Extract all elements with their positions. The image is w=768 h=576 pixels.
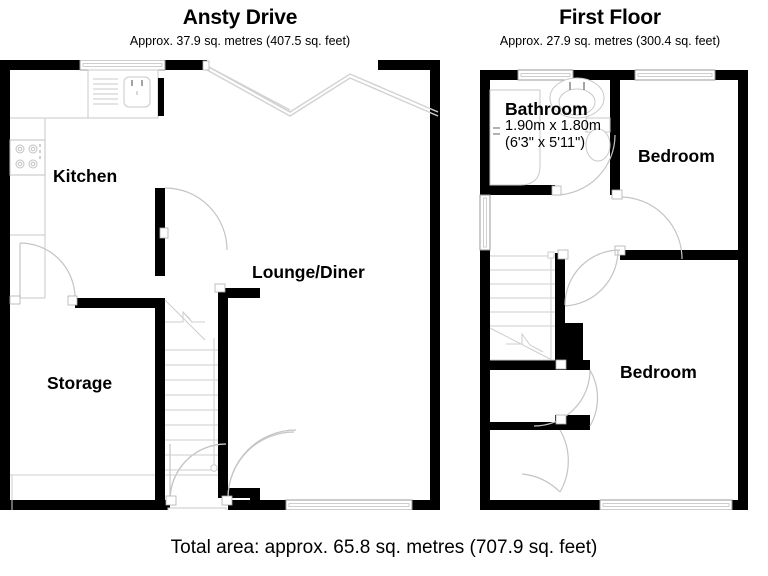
staircase-first — [489, 251, 555, 361]
bathroom-bath — [489, 89, 541, 186]
bathroom-dimensions-imperial: (6'3" x 5'11") — [505, 135, 586, 152]
door-jamb-kitchen-hall-a — [159, 227, 169, 239]
patio-door-jamb — [202, 60, 210, 71]
first-floor-subtitle: Approx. 27.9 sq. metres (300.4 sq. feet) — [499, 34, 721, 48]
first-floor-walls — [480, 70, 748, 510]
first-floor-heading: First Floor Approx. 27.9 sq. metres (300… — [460, 7, 760, 48]
door-jamb-kitchen-storage-a — [9, 295, 21, 305]
door-jamb-bedroom-2-b — [555, 414, 567, 425]
storage-floor-line — [10, 474, 155, 510]
window-lounge-front — [285, 499, 413, 510]
front-door-threshold — [167, 507, 227, 510]
window-bathroom — [517, 69, 574, 81]
ground-floor-title: Ansty Drive — [182, 6, 298, 29]
kitchen-tall-unit — [158, 78, 164, 116]
room-label-lounge: Lounge/Diner — [252, 262, 365, 282]
window-kitchen — [79, 60, 166, 71]
room-label-bathroom: Bathroom 1.90m x 1.80m (6'3" x 5'11") — [505, 100, 601, 153]
bathroom-dimensions-metric: 1.90m x 1.80m — [505, 118, 601, 135]
door-landing — [564, 249, 621, 307]
door-bedroom-1 — [619, 196, 683, 260]
door-bedroom-2 — [533, 369, 599, 427]
door-jamb-bedroom-1-a — [611, 189, 623, 200]
window-landing — [479, 194, 491, 251]
door-jamb-bedroom-2-a — [555, 359, 567, 370]
window-bedroom-1 — [634, 69, 716, 81]
room-label-bedroom-1: Bedroom — [638, 146, 715, 166]
staircase-ground — [164, 298, 218, 476]
door-kitchen-storage — [19, 242, 76, 299]
front-door — [169, 443, 227, 501]
patio-door-swing — [206, 65, 439, 117]
room-label-storage: Storage — [47, 373, 113, 393]
door-kitchen-hall — [164, 187, 228, 251]
kitchen-sink-unit — [87, 69, 159, 119]
door-jamb-bathroom — [551, 185, 562, 196]
door-jamb-landing — [557, 249, 569, 260]
room-label-kitchen: Kitchen — [53, 166, 118, 186]
first-floor-plan — [460, 60, 768, 510]
front-door-jamb-a — [165, 495, 177, 506]
door-jamb-kitchen-storage-b — [67, 295, 78, 306]
front-door-jamb-b — [221, 495, 233, 506]
door-bathroom — [554, 134, 616, 196]
total-area-text: Total area: approx. 65.8 sq. metres (707… — [170, 537, 598, 558]
first-floor-title: First Floor — [559, 6, 661, 29]
ground-floor-subtitle: Approx. 37.9 sq. metres (407.5 sq. feet) — [129, 34, 351, 48]
bathroom-basin — [549, 77, 605, 119]
ground-floor-plan — [0, 60, 440, 510]
door-cupboard — [521, 429, 569, 493]
ground-floor-heading: Ansty Drive Approx. 37.9 sq. metres (407… — [30, 7, 450, 48]
door-hall-lounge — [227, 429, 297, 499]
bathroom-name: Bathroom — [505, 99, 588, 119]
window-bedroom-2 — [599, 499, 733, 510]
room-label-bedroom-2: Bedroom — [620, 362, 697, 382]
door-jamb-kitchen-hall-b — [214, 283, 226, 293]
bathroom-toilet — [585, 117, 611, 162]
kitchen-hob — [9, 139, 46, 176]
